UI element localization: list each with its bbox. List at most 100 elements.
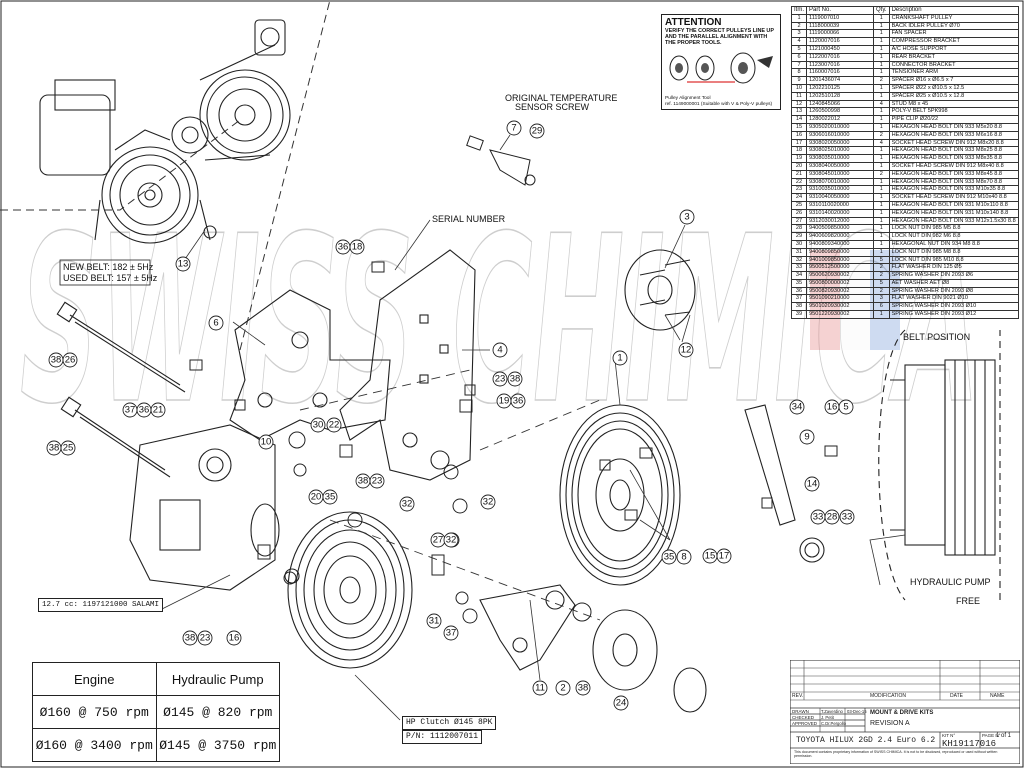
parts-cell-item-no: 30 — [791, 239, 807, 249]
callout-number: 38 — [510, 374, 521, 385]
parts-cell-qty: 1 — [873, 208, 890, 218]
tb-model: TOYOTA HILUX 2GD 2.4 Euro 6.2 — [796, 736, 936, 745]
tb-date-label: DATE — [950, 693, 963, 699]
parts-cell-item-no: 38 — [791, 302, 807, 312]
callout-balloon: 38 — [575, 680, 591, 696]
callout-balloon: 21 — [150, 402, 166, 418]
callout-number: 4 — [497, 345, 502, 356]
attention-box: ATTENTION VERIFY THE CORRECT PULLEYS LIN… — [661, 14, 781, 110]
parts-cell-part-no: 9400609820000 — [806, 232, 874, 241]
callout-number: 15 — [705, 551, 716, 562]
callout-circle — [839, 509, 855, 525]
callout-balloon: 38 — [507, 371, 523, 387]
parts-cell-item-no: 39 — [791, 310, 807, 319]
callout-number: 35 — [664, 552, 675, 563]
callout-number: 26 — [65, 355, 76, 366]
callout-balloon: 35 — [661, 549, 677, 565]
callout-number: 29 — [532, 126, 543, 137]
callout-number: 32 — [446, 535, 457, 546]
callout-number: 17 — [719, 551, 730, 562]
parts-cell-qty: 1 — [873, 52, 890, 62]
callout-circle — [679, 209, 695, 225]
callout-balloon: 23 — [492, 371, 508, 387]
parts-cell-item-no: 11 — [791, 91, 807, 101]
parts-cell-description: HEXAGON HEAD BOLT DIN 933 M8x70 8.8 — [888, 177, 1020, 187]
tb-kit-no-label: KIT N° — [942, 733, 956, 738]
parts-cell-part-no: 9308035010000 — [806, 154, 874, 163]
parts-cell-part-no: 9400809850000 — [806, 247, 874, 257]
callout-circle — [555, 680, 571, 696]
rpm-table: Engine Hydraulic Pump Ø160 @ 750 rpm Ø14… — [32, 662, 280, 762]
callout-number: 38 — [51, 355, 62, 366]
tb-name-label: NAME — [990, 693, 1005, 699]
parts-cell-item-no: 10 — [791, 83, 807, 93]
callout-number: 14 — [807, 479, 818, 490]
parts-cell-qty: 2 — [873, 130, 890, 140]
parts-cell-item-no: 22 — [791, 177, 807, 187]
parts-cell-part-no: 1202510128 — [806, 91, 874, 101]
callout-circle — [62, 352, 78, 368]
callout-circle — [716, 548, 732, 564]
callout-balloon: 23 — [197, 630, 213, 646]
callout-balloon: 19 — [496, 393, 512, 409]
parts-cell-description: HEXAGON HEAD BOLT DIN 933 M8x25 8.8 — [888, 146, 1020, 156]
parts-cell-item-no: 35 — [791, 278, 807, 288]
parts-cell-item-no: 19 — [791, 154, 807, 163]
parts-cell-description: HEXAGON HEAD BOLT DIN 933 M10x35 8.8 — [888, 185, 1020, 195]
callout-balloon: 30 — [310, 417, 326, 433]
callout-balloon: 9 — [799, 429, 815, 445]
parts-cell-part-no: 9400809340000 — [806, 239, 874, 249]
callout-number: 6 — [213, 318, 218, 329]
header-description: Description — [888, 6, 1020, 15]
clutch-label-2: P/N: 1112007011 — [402, 730, 483, 744]
parts-cell-description: SPRING WASHER DIN 2093 Ø10 — [888, 302, 1020, 312]
parts-cell-part-no: 9501220930002 — [806, 310, 874, 319]
parts-cell-description: HEXAGON HEAD BOLT DIN 933 M8x35 8.8 — [888, 154, 1020, 163]
parts-cell-qty: 1 — [873, 239, 890, 249]
callout-circle — [492, 342, 508, 358]
callout-number: 12 — [681, 345, 692, 356]
rear-bracket — [229, 289, 391, 441]
callout-circle — [799, 429, 815, 445]
parts-cell-item-no: 4 — [791, 37, 807, 46]
callout-number: 35 — [325, 492, 336, 503]
parts-cell-qty: 1 — [873, 44, 890, 54]
parts-cell-part-no: 1119007010 — [806, 13, 874, 23]
parts-cell-part-no: 9312030012000 — [806, 216, 874, 226]
parts-cell-item-no: 5 — [791, 44, 807, 54]
parts-table-header: Itm. Part No. Qty. Description — [791, 6, 1020, 15]
callout-number: 33 — [842, 512, 853, 523]
parts-cell-description: LOCK NUT DIN 985 M10 8.8 — [888, 255, 1020, 265]
parts-cell-description: HEXAGON HEAD BOLT DIN 933 M6x16 8.8 — [888, 130, 1020, 140]
parts-cell-item-no: 31 — [791, 247, 807, 257]
parts-cell-part-no: 9308045010000 — [806, 169, 874, 179]
header-part-no: Part No. — [806, 6, 874, 15]
parts-cell-part-no: 9500800000002 — [806, 278, 874, 288]
parts-cell-item-no: 28 — [791, 224, 807, 234]
callout-circle — [804, 476, 820, 492]
tb-page-label: PAGE N° — [982, 733, 1001, 738]
callout-circle — [532, 680, 548, 696]
parts-cell-qty: 1 — [873, 232, 890, 241]
callout-circle — [443, 625, 459, 641]
callout-circle — [258, 434, 274, 450]
parts-cell-item-no: 13 — [791, 107, 807, 117]
parts-cell-item-no: 15 — [791, 122, 807, 132]
header-qty: Qty. — [873, 6, 890, 15]
parts-cell-description: TENSIONER ARM — [888, 68, 1020, 78]
callout-circle — [182, 630, 198, 646]
callout-balloon: 31 — [426, 613, 442, 629]
callout-circle — [399, 496, 415, 512]
